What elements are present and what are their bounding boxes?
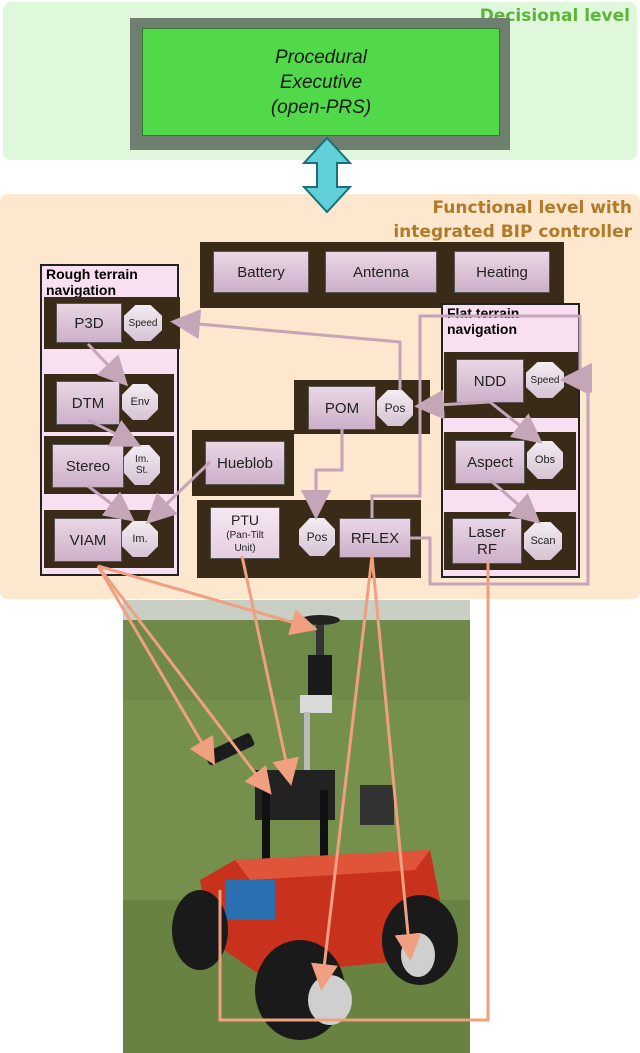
- procedural-executive-box: Procedural Executive (open-PRS): [142, 28, 500, 136]
- battery-module: Battery: [213, 251, 309, 293]
- p3d-speed-port: Speed: [124, 305, 162, 341]
- functional-label-line-2: integrated BIP controller: [393, 222, 632, 242]
- module-links: [86, 309, 592, 586]
- antenna-module: Antenna: [325, 251, 437, 293]
- image-port: Im.: [122, 521, 158, 557]
- decisional-level-label: Decisional level: [479, 6, 630, 26]
- laser-rf-module: Laser RF: [452, 518, 522, 564]
- p3d-module: P3D: [56, 303, 122, 343]
- pom-module: POM: [308, 386, 376, 430]
- obs-port: Obs: [527, 441, 563, 479]
- env-port: Env: [122, 384, 158, 420]
- heating-module: Heating: [454, 251, 550, 293]
- stereo-module: Stereo: [52, 444, 124, 488]
- rflex-module: RFLEX: [339, 518, 411, 558]
- image-stereo-port: Im. St.: [124, 445, 160, 485]
- aspect-module: Aspect: [455, 440, 525, 484]
- robot-mast: [300, 615, 340, 782]
- hueblob-module: Hueblob: [205, 441, 285, 485]
- viam-module: VIAM: [54, 518, 122, 562]
- scan-port: Scan: [524, 522, 562, 560]
- robot-frame: [255, 770, 394, 870]
- functional-label-line-1: Functional level with: [432, 198, 632, 218]
- ndd-speed-port: Speed: [526, 362, 564, 398]
- pom-pos-port: Pos: [377, 390, 413, 426]
- ndd-module: NDD: [456, 359, 524, 403]
- robot-body: [200, 850, 440, 975]
- rough-terrain-title: Rough terrain navigation: [46, 266, 138, 298]
- device-links: [96, 555, 490, 1022]
- ptu-module: PTU (Pan-Tilt Unit): [210, 507, 280, 559]
- decision-functional-arrow: [301, 136, 353, 214]
- dtm-module: DTM: [56, 381, 120, 425]
- functional-level-label: Functional level with integrated BIP con…: [393, 196, 632, 244]
- executive-line-2: Executive: [279, 71, 363, 93]
- executive-line-3: (open-PRS): [270, 96, 372, 118]
- executive-line-1: Procedural: [275, 46, 367, 68]
- robot-camera: [204, 733, 255, 766]
- rflex-pos-port: Pos: [299, 518, 335, 556]
